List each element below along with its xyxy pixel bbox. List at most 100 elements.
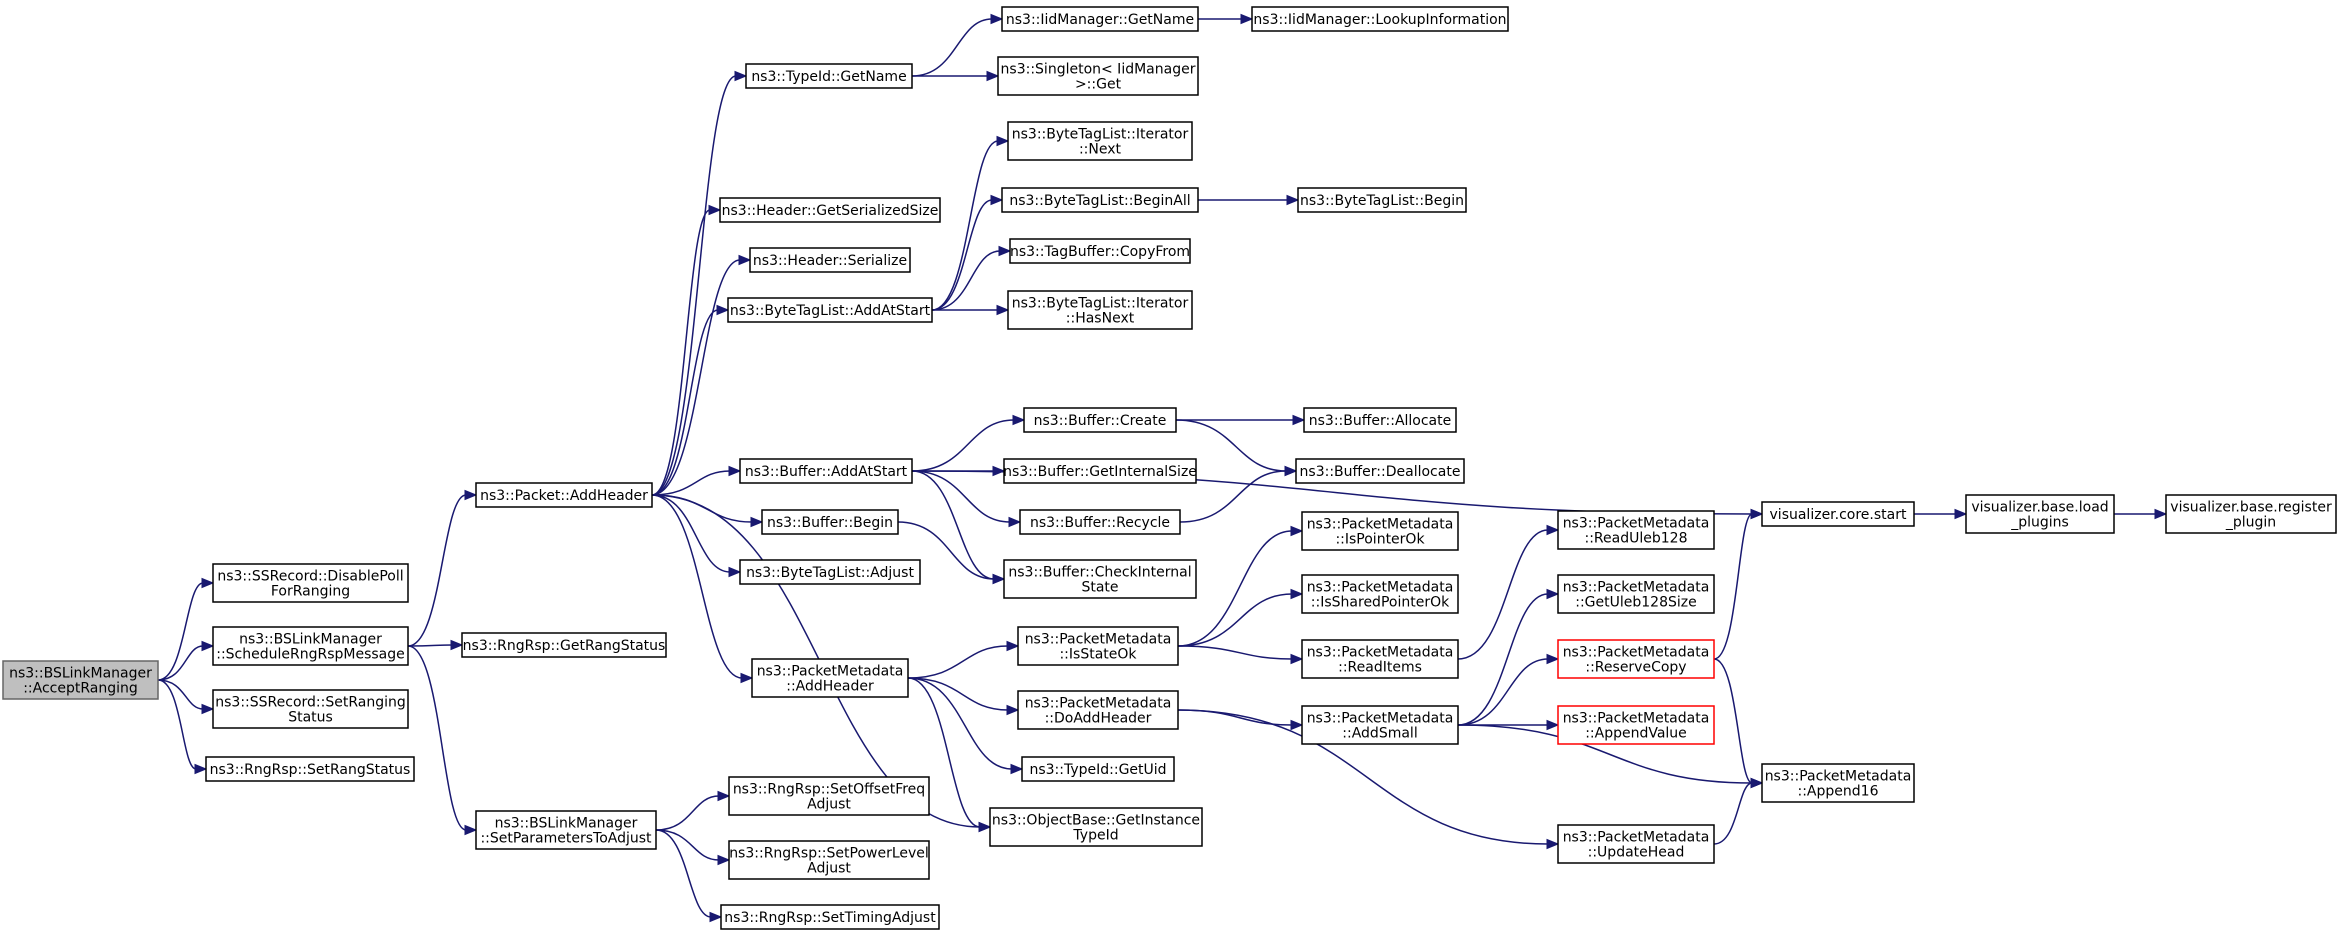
node-box bbox=[1019, 509, 1181, 535]
node-pmreservecopy[interactable]: ns3::PacketMetadata::ReserveCopy bbox=[1557, 639, 1715, 679]
node-box bbox=[461, 632, 667, 658]
node-label: ns3::Buffer::Recycle bbox=[1030, 515, 1170, 531]
node-pmreaditems[interactable]: ns3::PacketMetadata::ReadItems bbox=[1301, 639, 1459, 679]
node-box bbox=[212, 563, 409, 603]
node-getrangstatus[interactable]: ns3::RngRsp::GetRangStatus bbox=[461, 632, 667, 658]
node-singletonget[interactable]: ns3::Singleton< IidManager>::Get bbox=[997, 56, 1199, 96]
node-pmgetuleb128size[interactable]: ns3::PacketMetadata::GetUleb128Size bbox=[1557, 574, 1715, 614]
edge-typeidgetname-to-iidgetname bbox=[911, 13, 1004, 77]
arrowhead-icon bbox=[996, 304, 1010, 316]
node-pmaddsmall[interactable]: ns3::PacketMetadata::AddSmall bbox=[1301, 705, 1459, 745]
node-vizregisterplugin[interactable]: visualizer.base.register_plugin bbox=[2165, 494, 2337, 534]
node-label: ns3::PacketMetadata bbox=[1765, 769, 1912, 785]
node-iidlookupinfo[interactable]: ns3::IidManager::LookupInformation bbox=[1251, 6, 1509, 32]
node-box bbox=[475, 482, 653, 508]
node-vizloadplugins[interactable]: visualizer.base.load_plugins bbox=[1965, 494, 2115, 534]
node-bufferdeallocate[interactable]: ns3::Buffer::Deallocate bbox=[1295, 458, 1465, 484]
edge-line bbox=[407, 644, 453, 647]
node-pmappend16[interactable]: ns3::PacketMetadata::Append16 bbox=[1761, 763, 1915, 803]
node-pmispointerok[interactable]: ns3::PacketMetadata::IsPointerOk bbox=[1301, 511, 1459, 551]
node-box bbox=[745, 63, 913, 89]
edge-line bbox=[1175, 419, 1287, 472]
node-setrangstatus[interactable]: ns3::RngRsp::SetRangStatus bbox=[205, 756, 415, 782]
node-typeidgetuid[interactable]: ns3::TypeId::GetUid bbox=[1021, 756, 1175, 782]
edge-line bbox=[651, 309, 719, 496]
node-box bbox=[1557, 574, 1715, 614]
node-schedulerngrsp[interactable]: ns3::BSLinkManager::ScheduleRngRspMessag… bbox=[212, 626, 409, 666]
node-acceptranging[interactable]: ns3::BSLinkManager::AcceptRanging bbox=[2, 660, 159, 700]
node-label: ns3::BSLinkManager bbox=[495, 816, 638, 832]
node-headerserialize[interactable]: ns3::Header::Serialize bbox=[749, 247, 911, 273]
node-iterator_next[interactable]: ns3::ByteTagList::Iterator::Next bbox=[1007, 121, 1193, 161]
arrowhead-icon bbox=[201, 640, 215, 652]
node-pmupdatehead[interactable]: ns3::PacketMetadata::UpdateHead bbox=[1557, 824, 1715, 864]
node-label: ns3::RngRsp::SetOffsetFreq bbox=[733, 782, 925, 798]
edge-bufferbegin-to-buffercheckinternal bbox=[897, 521, 1006, 585]
node-pmappendvalue[interactable]: ns3::PacketMetadata::AppendValue bbox=[1557, 705, 1715, 745]
node-bytetaglistaddatstart[interactable]: ns3::ByteTagList::AddAtStart bbox=[727, 297, 933, 323]
arrowhead-icon bbox=[1954, 508, 1968, 520]
node-label: _plugin bbox=[2225, 515, 2276, 531]
node-settimingadjust[interactable]: ns3::RngRsp::SetTimingAdjust bbox=[720, 904, 940, 930]
node-typeidgetname[interactable]: ns3::TypeId::GetName bbox=[745, 63, 913, 89]
node-pmreaduleb128[interactable]: ns3::PacketMetadata::ReadUleb128 bbox=[1557, 510, 1715, 550]
node-box bbox=[1301, 574, 1459, 614]
arrowhead-icon bbox=[1290, 525, 1304, 537]
arrowhead-icon bbox=[1546, 653, 1560, 665]
node-box bbox=[1297, 187, 1467, 213]
node-bufferbegin[interactable]: ns3::Buffer::Begin bbox=[761, 509, 899, 535]
node-bytetaglistadjust[interactable]: ns3::ByteTagList::Adjust bbox=[739, 559, 921, 585]
node-buffercreate[interactable]: ns3::Buffer::Create bbox=[1023, 407, 1177, 433]
edge-line bbox=[157, 679, 197, 770]
node-label: TypeId bbox=[1072, 828, 1118, 844]
edge-line bbox=[1177, 593, 1293, 647]
node-bufferallocate[interactable]: ns3::Buffer::Allocate bbox=[1303, 407, 1457, 433]
arrowhead-icon bbox=[750, 516, 764, 528]
node-pmissharedpointerok[interactable]: ns3::PacketMetadata::IsSharedPointerOk bbox=[1301, 574, 1459, 614]
edge-bytetaglistaddatstart-to-beginall bbox=[931, 194, 1004, 311]
node-box bbox=[1021, 756, 1175, 782]
edges-layer bbox=[157, 13, 2168, 923]
arrowhead-icon bbox=[450, 639, 464, 651]
node-beginall[interactable]: ns3::ByteTagList::BeginAll bbox=[1001, 187, 1199, 213]
node-buffergetinternalsize[interactable]: ns3::Buffer::GetInternalSize bbox=[1003, 458, 1197, 484]
arrowhead-icon bbox=[717, 790, 731, 802]
edge-line bbox=[1713, 513, 1753, 660]
node-headergetserializedsize[interactable]: ns3::Header::GetSerializedSize bbox=[719, 197, 941, 223]
node-pmdoaddheader[interactable]: ns3::PacketMetadata::DoAddHeader bbox=[1017, 690, 1179, 730]
node-iterator_hasnext[interactable]: ns3::ByteTagList::Iterator::HasNext bbox=[1007, 290, 1193, 330]
edge-line bbox=[407, 494, 467, 647]
node-bufferrecycle[interactable]: ns3::Buffer::Recycle bbox=[1019, 509, 1181, 535]
node-label: ns3::Header::Serialize bbox=[753, 253, 907, 269]
arrowhead-icon bbox=[1290, 653, 1304, 665]
arrowhead-icon bbox=[1292, 414, 1306, 426]
node-pmisstateok[interactable]: ns3::PacketMetadata::IsStateOk bbox=[1017, 626, 1179, 666]
node-pmaddheader[interactable]: ns3::PacketMetadata::AddHeader bbox=[751, 658, 909, 698]
node-label: ns3::BSLinkManager bbox=[239, 632, 382, 648]
edge-line bbox=[1457, 529, 1549, 660]
edge-line bbox=[157, 679, 204, 710]
node-label: ::Next bbox=[1079, 142, 1122, 158]
node-box bbox=[2165, 494, 2337, 534]
edge-line bbox=[911, 470, 1011, 523]
node-label: ns3::Buffer::Deallocate bbox=[1300, 464, 1461, 480]
node-box bbox=[1017, 626, 1179, 666]
node-tagbuffercopyfrom[interactable]: ns3::TagBuffer::CopyFrom bbox=[1009, 238, 1191, 264]
edge-line bbox=[907, 645, 1009, 679]
node-packetaddheader[interactable]: ns3::Packet::AddHeader bbox=[475, 482, 653, 508]
node-vizcorestart[interactable]: visualizer.core.start bbox=[1761, 501, 1915, 527]
edge-bufferaddatstart-to-buffercreate bbox=[911, 414, 1026, 472]
node-iidgetname[interactable]: ns3::IidManager::GetName bbox=[1001, 6, 1199, 32]
node-label: ns3::Header::GetSerializedSize bbox=[722, 203, 939, 219]
node-setparamstoadjust[interactable]: ns3::BSLinkManager::SetParametersToAdjus… bbox=[475, 810, 657, 850]
node-bytetaglistbegin[interactable]: ns3::ByteTagList::Begin bbox=[1297, 187, 1467, 213]
edge-line bbox=[1177, 709, 1549, 845]
node-bufferaddatstart[interactable]: ns3::Buffer::AddAtStart bbox=[739, 458, 913, 484]
